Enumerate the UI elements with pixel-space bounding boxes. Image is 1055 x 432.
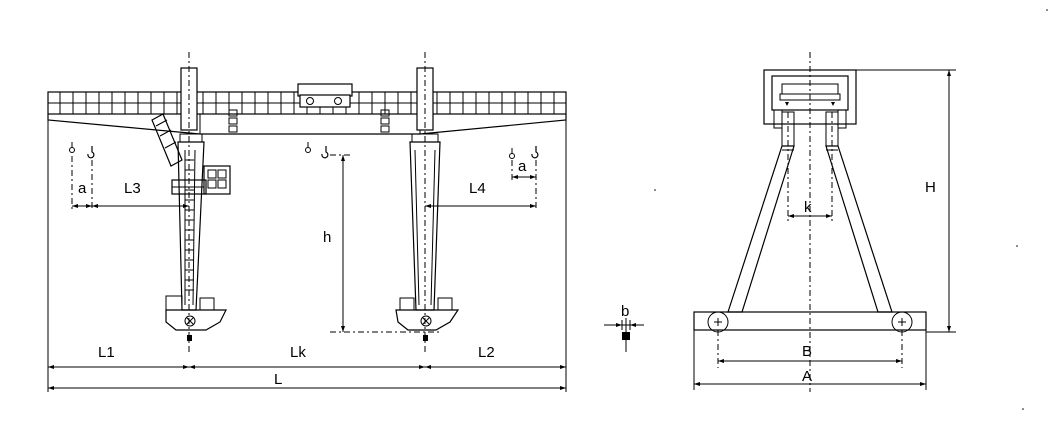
label-a-left: a [78,180,87,197]
label-H: H [925,179,936,196]
hook-icons [69,142,539,159]
cable-reel-arm [151,113,183,167]
front-dimensions [47,114,567,392]
trolley [297,83,353,108]
side-view: k H B A [654,9,1048,410]
label-L4: L4 [469,180,486,197]
label-A: A [802,368,812,385]
crane-hook-icon [321,146,329,159]
label-L2: L2 [478,344,495,361]
trolley-blocks [228,109,390,133]
crane-hook-icon [87,146,95,159]
operator-cabin [171,165,231,195]
label-h: h [323,229,331,246]
label-a-right: a [518,158,527,175]
right-end-carriage [395,297,460,331]
crane-hook-icon [531,146,539,159]
label-B: B [802,343,812,360]
label-k: k [804,199,812,216]
crane-hook-icon [69,142,75,153]
left-end-carriage [165,295,227,331]
label-L1: L1 [98,344,115,361]
crane-hook-icon [509,148,515,159]
label-L3: L3 [124,180,141,197]
detail-b: b [604,303,644,352]
rail-markers [187,335,428,341]
label-L: L [274,371,282,388]
crane-hook-icon [305,142,311,153]
label-b: b [621,303,629,320]
label-Lk: Lk [290,344,306,361]
side-dimensions [693,69,956,390]
front-view: a L3 h L4 a L1 Lk L2 L [47,52,567,392]
